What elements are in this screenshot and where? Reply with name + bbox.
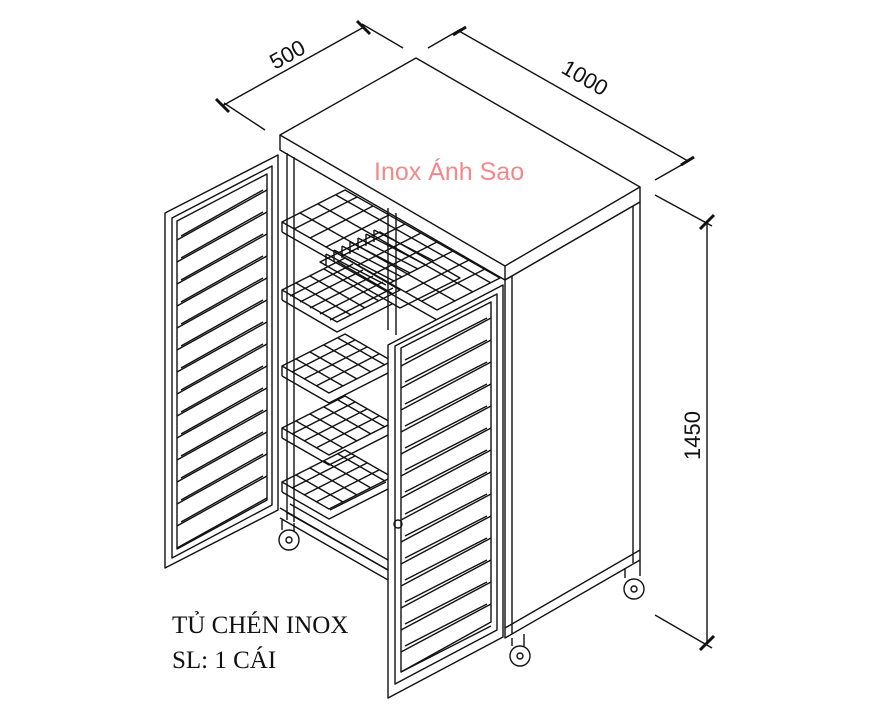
cabinet-body — [279, 57, 641, 639]
caption-title: TỦ CHÉN INOX — [172, 612, 349, 639]
dimension-1000 — [427, 25, 695, 181]
dimension-label-width: 1000 — [558, 55, 613, 101]
door-knob[interactable] — [393, 519, 403, 529]
dimension-500 — [214, 19, 404, 131]
left-door[interactable] — [164, 154, 279, 569]
right-door[interactable] — [387, 284, 504, 699]
watermark: Inox Ánh Sao — [374, 157, 524, 186]
dimension-label-depth: 500 — [265, 35, 309, 75]
caption-quantity: SL: 1 CÁI — [172, 647, 277, 674]
dimension-1450 — [654, 194, 716, 652]
dimension-label-height: 1450 — [680, 411, 705, 460]
caster-wheels — [278, 520, 645, 667]
